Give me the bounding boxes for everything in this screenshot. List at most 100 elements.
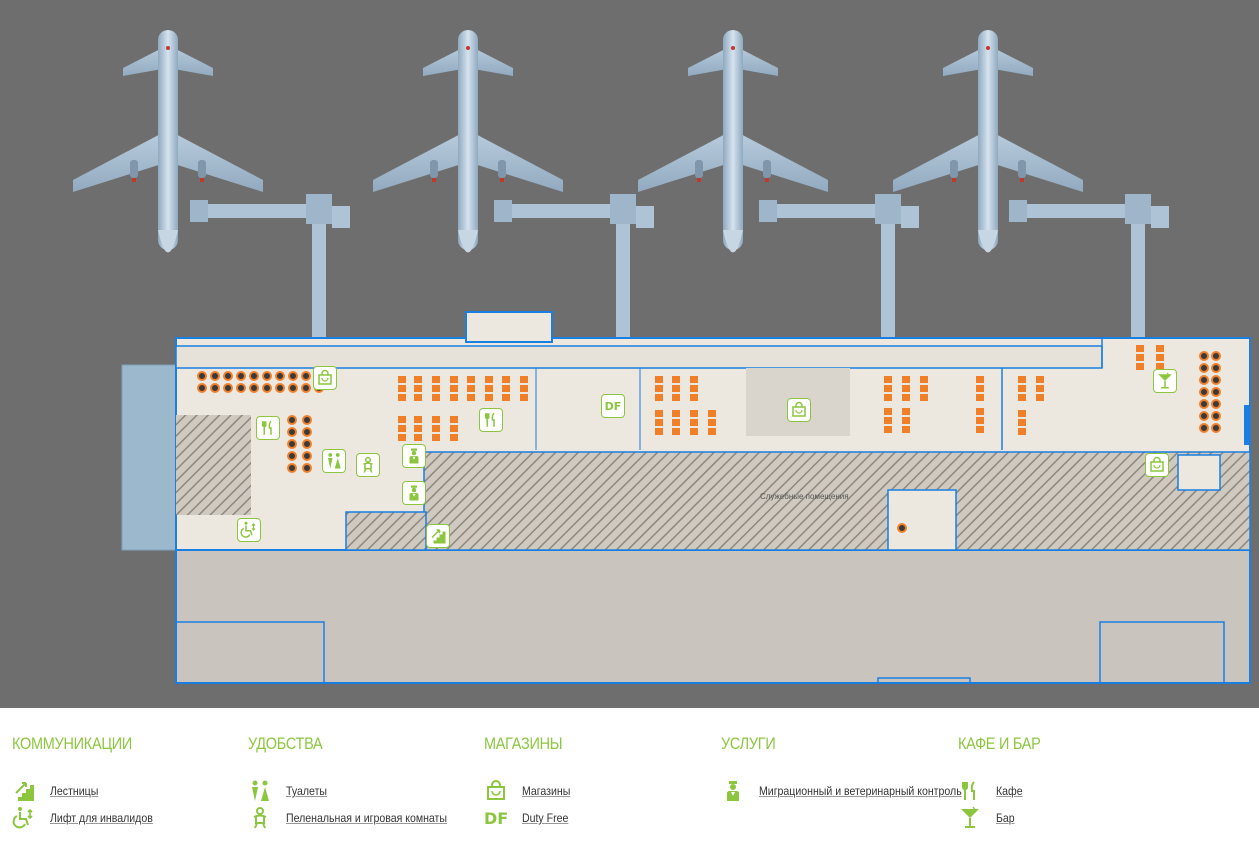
room bbox=[175, 621, 325, 684]
cafe-table bbox=[1199, 423, 1209, 433]
seat bbox=[485, 376, 493, 383]
duty-free-icon: DF bbox=[484, 806, 512, 830]
terminal-map[interactable]: Служебные помещения DF bbox=[0, 0, 1259, 708]
seat bbox=[902, 426, 910, 433]
aircraft bbox=[373, 30, 563, 253]
seat bbox=[655, 419, 663, 426]
seat bbox=[902, 394, 910, 401]
seat bbox=[1018, 376, 1026, 383]
legend-item-cafe[interactable]: Кафе bbox=[958, 778, 1055, 804]
seat bbox=[708, 410, 716, 417]
cafe-table bbox=[275, 383, 285, 393]
seat bbox=[485, 394, 493, 401]
airside-corridor bbox=[175, 345, 1103, 369]
seat bbox=[976, 417, 984, 424]
restaurant-icon bbox=[958, 779, 986, 803]
legend-item-label[interactable]: Магазины bbox=[522, 784, 571, 798]
legend-item-label[interactable]: Туалеты bbox=[286, 784, 328, 798]
cafe-tables bbox=[197, 351, 1221, 533]
cafe-table bbox=[288, 371, 298, 381]
seat bbox=[902, 408, 910, 415]
wheelchair-lift-icon[interactable] bbox=[237, 518, 261, 542]
seat bbox=[976, 408, 984, 415]
legend-item-stairs[interactable]: Лестницы bbox=[12, 778, 167, 804]
legend-item-passport-control[interactable]: Миграционный и ветеринарный контроль bbox=[721, 778, 989, 804]
restaurant-icon[interactable] bbox=[256, 416, 280, 440]
legend-item-baby-room[interactable]: Пеленальная и игровая комнаты bbox=[248, 805, 469, 831]
shop-icon[interactable] bbox=[313, 366, 337, 390]
seat bbox=[414, 385, 422, 392]
legend-cafe-bar: КАФЕ И БАР Кафе Бар bbox=[958, 734, 1055, 832]
legend-item-label[interactable]: Лифт для инвалидов bbox=[50, 811, 153, 825]
cafe-table bbox=[1199, 363, 1209, 373]
seat bbox=[708, 428, 716, 435]
seat bbox=[520, 394, 528, 401]
cafe-table bbox=[287, 463, 297, 473]
passport-control-icon[interactable] bbox=[402, 481, 426, 505]
seat bbox=[655, 394, 663, 401]
legend-section-title: УДОБСТВА bbox=[248, 734, 323, 753]
seat bbox=[920, 385, 928, 392]
cafe-table bbox=[262, 383, 272, 393]
legend-item-label[interactable]: Миграционный и ветеринарный контроль bbox=[759, 784, 962, 798]
cafe-table bbox=[223, 383, 233, 393]
legend-item-label[interactable]: Пеленальная и игровая комнаты bbox=[286, 811, 447, 825]
bar-icon[interactable] bbox=[1153, 369, 1177, 393]
shop-icon[interactable] bbox=[787, 398, 811, 422]
seat bbox=[1018, 394, 1026, 401]
seat bbox=[690, 385, 698, 392]
baby-room-icon[interactable] bbox=[356, 453, 380, 477]
legend-item-duty-free[interactable]: DF Duty Free bbox=[484, 805, 577, 831]
room bbox=[1099, 621, 1225, 684]
seating bbox=[398, 345, 1164, 441]
seat bbox=[690, 410, 698, 417]
cafe-table bbox=[302, 427, 312, 437]
seat bbox=[902, 385, 910, 392]
duty-free-icon[interactable]: DF bbox=[601, 394, 625, 418]
legend-item-wheelchair-lift[interactable]: Лифт для инвалидов bbox=[12, 805, 167, 831]
seat bbox=[1036, 376, 1044, 383]
shop-icon[interactable] bbox=[1145, 453, 1169, 477]
seat bbox=[708, 419, 716, 426]
legend-section-title: КОММУНИКАЦИИ bbox=[12, 734, 133, 753]
seat bbox=[672, 385, 680, 392]
restaurant-icon[interactable] bbox=[479, 408, 503, 432]
cafe-table bbox=[1211, 399, 1221, 409]
legend-item-label[interactable]: Кафе bbox=[996, 784, 1023, 798]
seat bbox=[920, 376, 928, 383]
room bbox=[877, 677, 971, 684]
seat bbox=[884, 426, 892, 433]
seat bbox=[920, 394, 928, 401]
seat bbox=[398, 416, 406, 423]
legend-item-toilets[interactable]: Туалеты bbox=[248, 778, 469, 804]
seat bbox=[690, 394, 698, 401]
seat bbox=[485, 385, 493, 392]
legend-item-label[interactable]: Duty Free bbox=[522, 811, 569, 825]
legend-item-label[interactable]: Лестницы bbox=[50, 784, 99, 798]
seat bbox=[902, 417, 910, 424]
passport-control-icon[interactable] bbox=[402, 444, 426, 468]
stairs-icon[interactable] bbox=[426, 524, 450, 548]
stairs-icon bbox=[12, 779, 40, 803]
seat bbox=[690, 428, 698, 435]
cafe-table bbox=[1199, 387, 1209, 397]
cafe-table bbox=[302, 463, 312, 473]
seat bbox=[450, 416, 458, 423]
seat bbox=[976, 426, 984, 433]
seat bbox=[520, 376, 528, 383]
seat bbox=[1156, 363, 1164, 370]
cafe-table bbox=[275, 371, 285, 381]
seat bbox=[502, 376, 510, 383]
cafe-table bbox=[1211, 375, 1221, 385]
jet-bridge bbox=[190, 194, 350, 342]
seat bbox=[467, 385, 475, 392]
cafe-table bbox=[288, 383, 298, 393]
seat bbox=[432, 434, 440, 441]
bar-icon bbox=[958, 806, 986, 830]
legend-item-label[interactable]: Бар bbox=[996, 811, 1015, 825]
toilet-icon[interactable] bbox=[322, 449, 346, 473]
seat bbox=[884, 385, 892, 392]
legend-item-shops[interactable]: Магазины bbox=[484, 778, 577, 804]
legend-item-bar[interactable]: Бар bbox=[958, 805, 1055, 831]
wheelchair-lift-icon bbox=[12, 806, 40, 830]
